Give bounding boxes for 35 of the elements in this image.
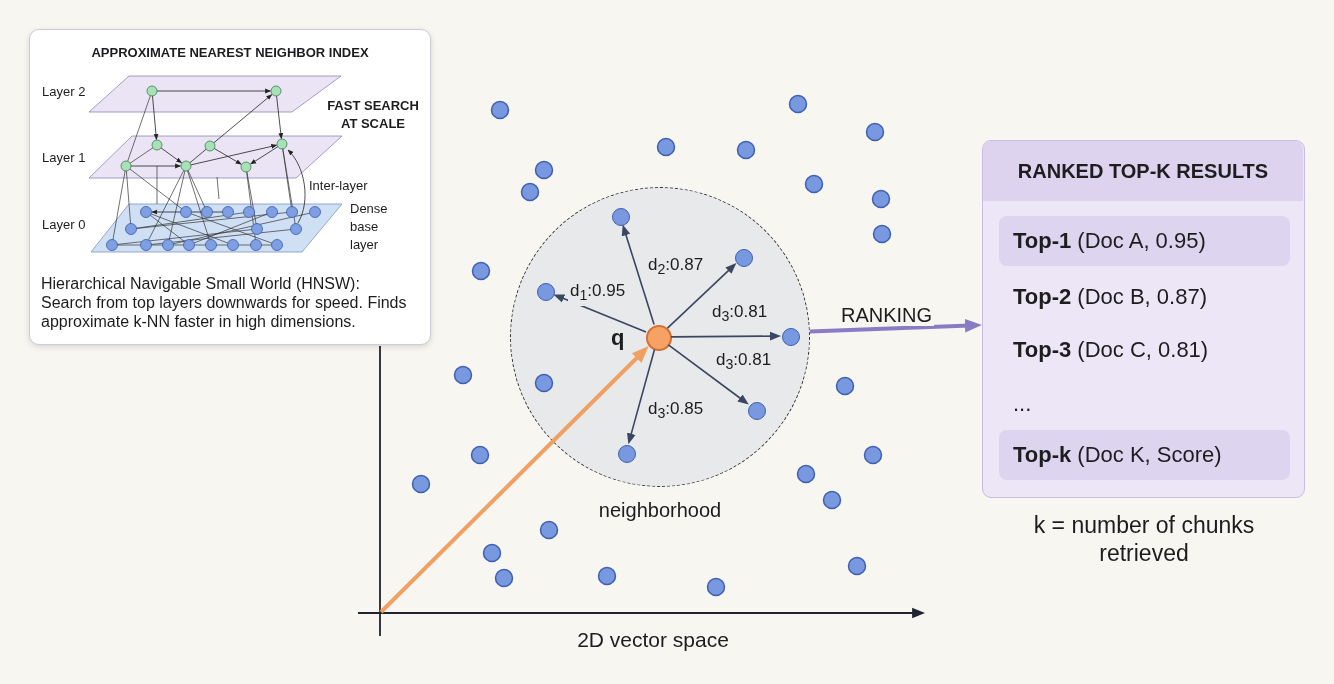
layer-label: Layer 0 (42, 217, 87, 233)
data-point (618, 445, 636, 463)
arrow (667, 344, 749, 405)
result-text: Top-2 (Doc B, 0.87) (1013, 284, 1208, 310)
region-label: neighborhood (597, 498, 723, 523)
arrow (553, 294, 647, 333)
footnote-text: k = number of chunks retrieved (1032, 511, 1256, 567)
arrow (809, 318, 982, 334)
point-label: q (611, 324, 626, 352)
annotation-text: Dense base layer (350, 200, 389, 254)
result-row: Top-k (Doc K, Score) (999, 430, 1290, 480)
annotation-text: Inter-layer (309, 178, 369, 194)
data-point (735, 249, 753, 267)
annotation-text: FAST SEARCH AT SCALE (326, 97, 420, 133)
panel-header: RANKED TOP-K RESULTS (983, 141, 1303, 201)
results-panel (982, 140, 1305, 498)
layer-label: Layer 2 (42, 84, 87, 100)
panel-title: APPROXIMATE NEAREST NEIGHBOR INDEX (90, 45, 370, 61)
layer-label: Layer 1 (42, 150, 87, 166)
axis-label: 2D vector space (576, 627, 730, 653)
arrow (621, 224, 655, 326)
data-point (612, 208, 630, 226)
data-point (782, 328, 800, 346)
data-point (537, 283, 555, 301)
arrow (627, 348, 656, 445)
arrow (670, 331, 781, 341)
ellipsis-text: ... (1013, 391, 1033, 417)
description-text: Hierarchical Navigable Small World (HNSW): Search from top layers downwards for speed. Finds approximate k-NN faster in high dimensions. (41, 274, 408, 331)
arrow (666, 263, 737, 329)
index-panel (29, 29, 431, 345)
query-point (646, 325, 672, 351)
arrow (379, 346, 649, 614)
result-row: Top-1 (Doc A, 0.95) (999, 216, 1290, 266)
data-point (748, 402, 766, 420)
result-text: Top-3 (Doc C, 0.81) (1013, 337, 1210, 363)
